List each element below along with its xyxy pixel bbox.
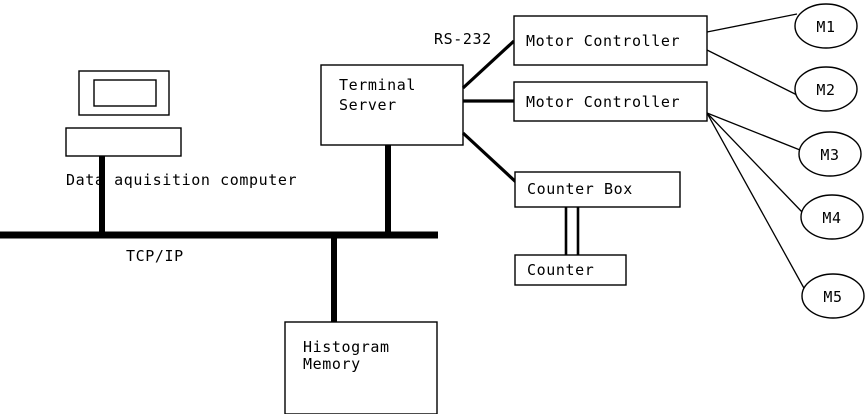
motor-controller-2-box — [513, 81, 708, 122]
link-terminal-server-to-motor-controller-1 — [461, 39, 516, 90]
rs232-link-label: RS-232 — [434, 30, 492, 48]
motor-m3-ellipse — [798, 131, 862, 177]
counter-label: Counter — [527, 261, 594, 279]
motor-m4-ellipse — [800, 194, 864, 240]
motor-controller-2-label: Motor Controller — [526, 93, 680, 111]
motor-m2-ellipse — [794, 66, 858, 112]
link-motor-controller-2-to-m5 — [706, 112, 806, 291]
computer-base-chassis — [65, 127, 182, 157]
terminal-server-box — [320, 64, 464, 146]
motor-m3-label: M3 — [820, 146, 839, 164]
motor-m2-label: M2 — [816, 81, 835, 99]
data-acquisition-computer-label: Data aquisition computer — [66, 171, 297, 189]
motor-m4-label: M4 — [822, 209, 841, 227]
link-motor-controller-2-to-m4 — [706, 112, 804, 214]
tcpip-bus-label: TCP/IP — [126, 247, 184, 265]
counter-box — [514, 254, 627, 286]
link-motor-controller-1-to-m1 — [706, 13, 798, 33]
histogram-memory-label-line1: Histogram — [303, 338, 390, 356]
link-motor-controller-1-to-m2 — [706, 49, 798, 96]
link-terminal-server-to-counter-box — [461, 131, 519, 185]
motor-m1-label: M1 — [816, 18, 835, 36]
computer-monitor-screen — [93, 79, 157, 107]
motor-m5-ellipse — [801, 273, 865, 319]
counter-box-label: Counter Box — [527, 180, 633, 198]
motor-controller-1-label: Motor Controller — [526, 32, 680, 50]
histogram-memory-label-line2: Memory — [303, 355, 361, 373]
terminal-server-label-line1: Terminal — [339, 76, 416, 94]
motor-m5-label: M5 — [823, 288, 842, 306]
histogram-memory-box — [284, 321, 438, 414]
link-motor-controller-2-to-m3 — [706, 112, 801, 151]
motor-m1-ellipse — [794, 3, 858, 49]
counter-box-box — [514, 171, 681, 208]
motor-controller-1-box — [513, 15, 708, 66]
terminal-server-label-line2: Server — [339, 96, 397, 114]
